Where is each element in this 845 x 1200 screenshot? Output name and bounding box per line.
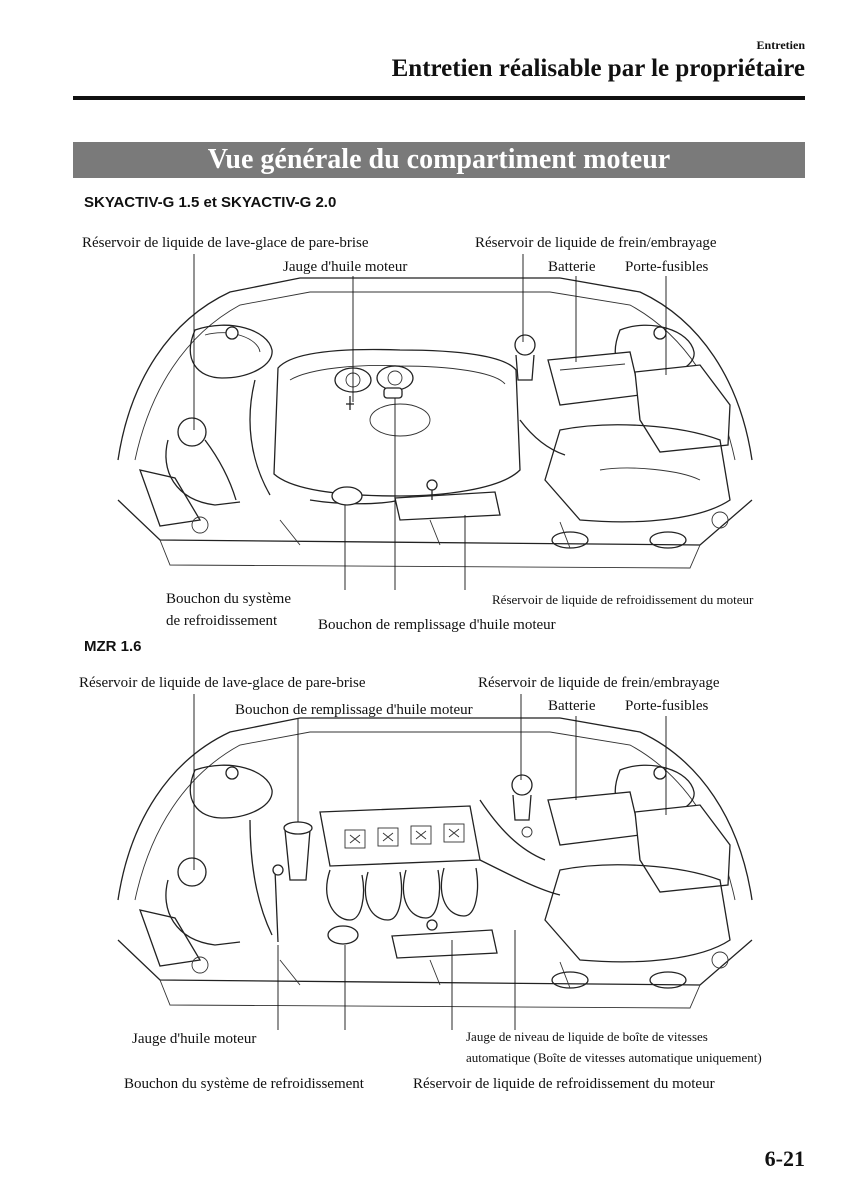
section-header: Entretien <box>756 38 805 52</box>
d2-label-atf-line2: automatique (Boîte de vitesses automatiq… <box>466 1050 762 1065</box>
d1-label-fuse: Porte-fusibles <box>625 259 709 275</box>
d1-label-brake: Réservoir de liquide de frein/embrayage <box>475 235 717 251</box>
d2-label-atf-line1: Jauge de niveau de liquide de boîte de v… <box>466 1029 708 1044</box>
engine-diagram-skyactiv <box>117 254 753 590</box>
d2-label-oil-fill: Bouchon de remplissage d'huile moteur <box>235 702 473 718</box>
d1-label-battery: Batterie <box>548 259 596 275</box>
d2-label-washer: Réservoir de liquide de lave-glace de pa… <box>79 675 366 691</box>
d1-label-washer: Réservoir de liquide de lave-glace de pa… <box>82 235 369 251</box>
d2-label-fuse: Porte-fusibles <box>625 698 709 714</box>
d1-label-cap-line2: de refroidissement <box>166 613 278 629</box>
d1-label-dipstick: Jauge d'huile moteur <box>283 259 408 275</box>
page-title: Entretien réalisable par le propriétaire <box>391 55 805 82</box>
engine-diagram-mzr <box>117 694 753 1030</box>
d1-label-coolant: Réservoir de liquide de refroidissement … <box>492 592 754 607</box>
d1-label-oil-fill: Bouchon de remplissage d'huile moteur <box>318 617 556 633</box>
header-rule <box>73 96 805 100</box>
diagram1-heading: SKYACTIV-G 1.5 et SKYACTIV-G 2.0 <box>84 194 337 211</box>
section-banner: Vue générale du compartiment moteur <box>73 142 805 178</box>
diagram2-heading: MZR 1.6 <box>84 638 142 655</box>
d2-label-cap: Bouchon du système de refroidissement <box>124 1076 364 1092</box>
d2-label-battery: Batterie <box>548 698 596 714</box>
d2-label-dipstick: Jauge d'huile moteur <box>132 1031 257 1047</box>
d1-label-cap-line1: Bouchon du système <box>166 591 291 607</box>
d2-label-brake: Réservoir de liquide de frein/embrayage <box>478 675 720 691</box>
page-number: 6-21 <box>764 1146 805 1171</box>
d2-label-coolant: Réservoir de liquide de refroidissement … <box>413 1076 715 1092</box>
